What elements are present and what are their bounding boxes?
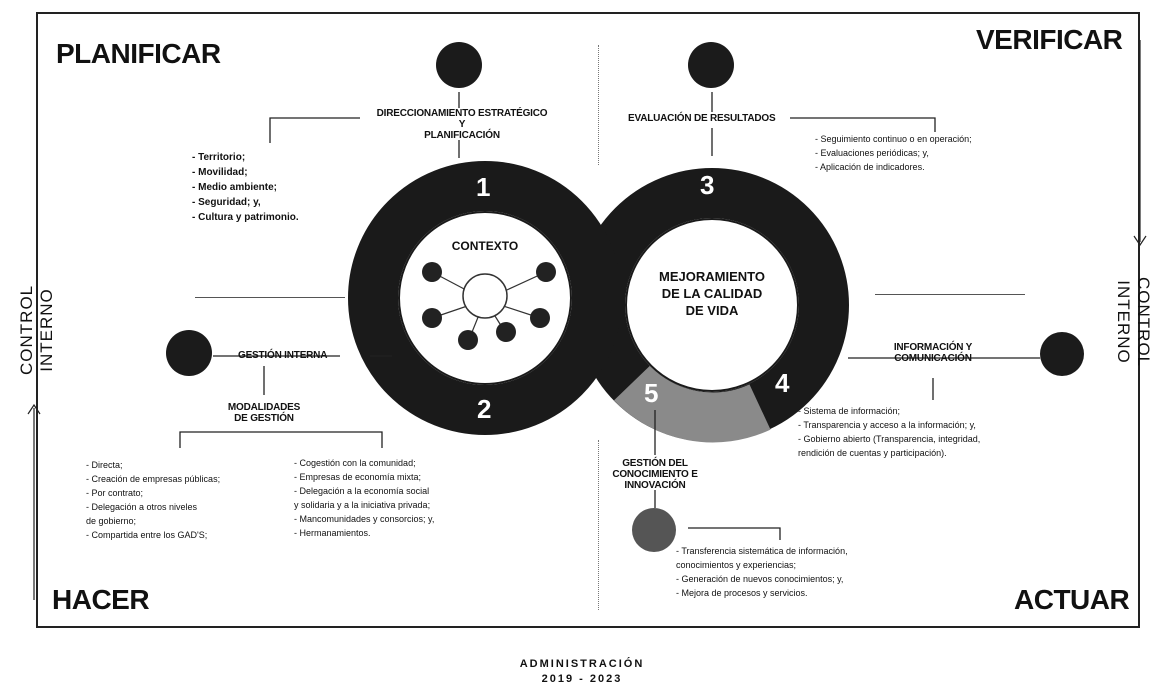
- team-gears-icon: [166, 330, 212, 376]
- ring-right-inner: [625, 218, 799, 392]
- mejoramiento-label: MEJORAMIENTO DE LA CALIDAD DE VIDA: [659, 269, 765, 318]
- chess-knight-icon: [436, 42, 482, 88]
- divider-left-h: [195, 297, 345, 298]
- corner-actuar: ACTUAR: [1014, 584, 1130, 615]
- ring-number-2: 2: [477, 394, 492, 424]
- ring-number-5: 5: [644, 378, 659, 408]
- evaluacion-header: EVALUACIÓN DE RESULTADOS: [628, 113, 776, 124]
- ring-number-1: 1: [476, 172, 491, 202]
- ring-left: [348, 161, 622, 435]
- globe-icon: [1040, 332, 1084, 376]
- modalidades-header: MODALIDADES DE GESTIÓN: [227, 402, 301, 424]
- contexto-label: CONTEXTO: [451, 239, 519, 253]
- footer-administracion: ADMINISTRACIÓN: [519, 658, 645, 670]
- divider-bottom: [598, 440, 599, 610]
- checklist-icon: [688, 42, 734, 88]
- contexto-sub-icons: [422, 262, 556, 350]
- ring-number-3: 3: [700, 170, 715, 200]
- divider-top: [598, 45, 599, 165]
- modalidades-list-left: - Directa; - Creación de empresas públic…: [86, 460, 221, 540]
- corner-verificar: VERIFICAR: [976, 24, 1123, 55]
- control-arrows: [27, 40, 1147, 600]
- divider-right-h: [875, 294, 1025, 295]
- informacion-list: - Sistema de información; - Transparenci…: [798, 406, 981, 458]
- evaluacion-list: - Seguimiento continuo o en operación; -…: [815, 134, 972, 172]
- footer-years: 2019 - 2023: [541, 673, 623, 685]
- connectors: [179, 92, 1040, 540]
- conocimiento-list: - Transferencia sistemática de informaci…: [676, 546, 848, 598]
- direccionamiento-header: DIRECCIONAMIENTO ESTRATÉGICO Y PLANIFICA…: [376, 108, 548, 141]
- innovation-head-icon: [632, 508, 676, 552]
- ring-right-gray-segment: [613, 365, 771, 443]
- corner-hacer: HACER: [52, 584, 150, 615]
- diagram-frame: [36, 12, 1140, 628]
- corner-planificar: PLANIFICAR: [56, 38, 221, 69]
- ring-number-4: 4: [775, 368, 790, 398]
- conocimiento-header: GESTIÓN DEL CONOCIMIENTO E INNOVACIÓN: [612, 458, 698, 491]
- contexto-hub: [462, 273, 508, 319]
- modalidades-list-right: - Cogestión con la comunidad; - Empresas…: [294, 458, 435, 538]
- informacion-header: INFORMACIÓN Y COMUNICACIÓN: [893, 342, 973, 364]
- direccionamiento-list: - Territorio; - Movilidad; - Medio ambie…: [192, 152, 299, 223]
- gestion-interna-header: GESTIÓN INTERNA: [238, 350, 328, 361]
